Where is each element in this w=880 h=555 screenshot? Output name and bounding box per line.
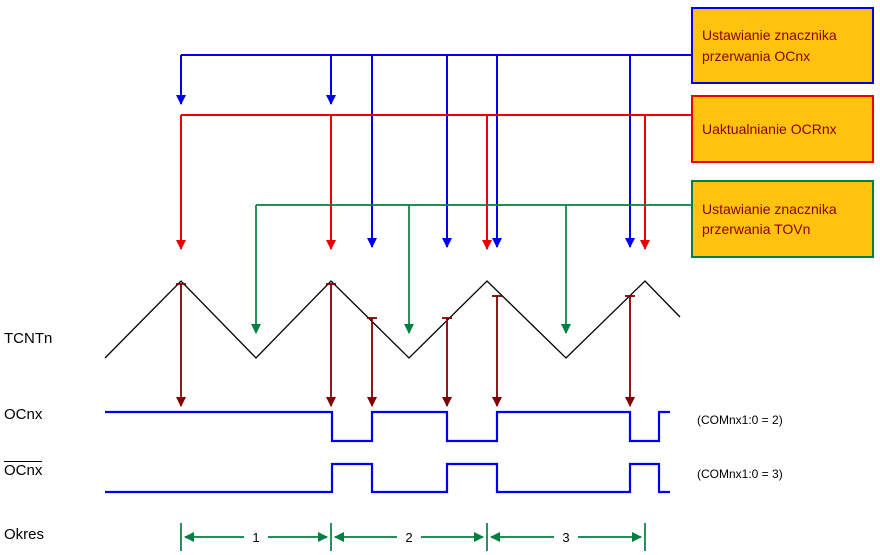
callout-ocnx-interrupt-flag: Ustawianie znacznika przerwania OCnx bbox=[691, 7, 874, 84]
label-ocnx-inverted: OCnx bbox=[4, 461, 43, 479]
callout-ocrnx-line1: Uaktualnianie OCRnx bbox=[702, 120, 837, 137]
label-com-mode-3: (COMnx1:0 = 3) bbox=[697, 467, 783, 481]
label-ocnx-inverted-text: OCnx bbox=[4, 461, 43, 479]
callout-ocnx-line1: Ustawianie znacznika bbox=[702, 27, 837, 44]
period-markers: 1 2 3 bbox=[180, 523, 646, 551]
callout-ocrnx-update: Uaktualnianie OCRnx bbox=[691, 95, 874, 163]
ocnx-inverted-waveform bbox=[105, 462, 670, 494]
callout-tovn-line1: Ustawianie znacznika bbox=[702, 200, 837, 217]
label-okres: Okres bbox=[4, 526, 45, 543]
ocnx-interrupt-flag-arrows bbox=[176, 54, 691, 248]
callout-ocnx-line2: przerwania OCnx bbox=[702, 47, 811, 64]
ocnx-wave bbox=[105, 410, 670, 443]
period-number-1: 1 bbox=[252, 530, 259, 545]
tovn-interrupt-flag-arrows bbox=[251, 204, 691, 334]
ocnx-inverted-wave bbox=[105, 462, 670, 494]
label-tcntn: TCNTn bbox=[4, 330, 53, 347]
ocrnx-update-arrows bbox=[176, 114, 691, 250]
label-com-mode-2: (COMnx1:0 = 2) bbox=[697, 413, 783, 427]
compare-match-arrows bbox=[176, 283, 635, 407]
callout-tovn-line2: przerwania TOVn bbox=[702, 221, 811, 237]
period-number-2: 2 bbox=[405, 530, 412, 545]
label-ocnx: OCnx bbox=[4, 406, 43, 423]
period-number-3: 3 bbox=[562, 530, 569, 545]
ocnx-waveform bbox=[105, 410, 670, 443]
callout-tovn-interrupt-flag: Ustawianie znacznika przerwania TOVn bbox=[691, 180, 874, 258]
tcnt-waveform bbox=[104, 280, 681, 359]
tcnt-triangle-wave bbox=[104, 280, 681, 359]
